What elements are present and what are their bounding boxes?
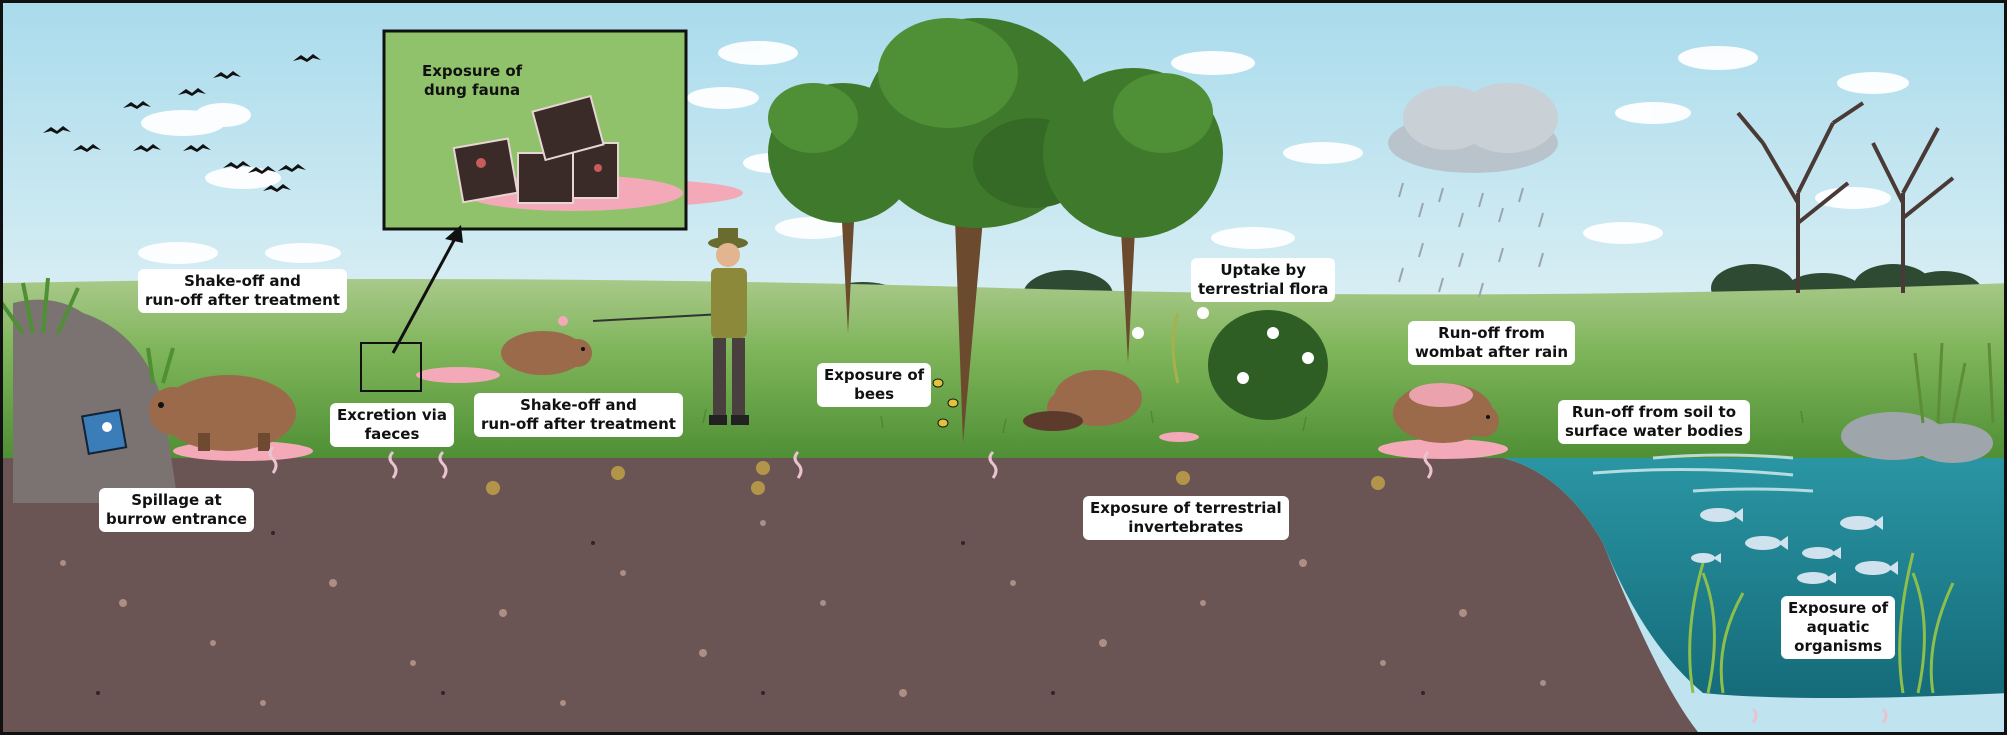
fish-icon [1691, 508, 1898, 584]
burrow-plants [3, 277, 175, 384]
bird-icon [43, 54, 321, 192]
rocks [1841, 412, 1993, 463]
wombat-icon [501, 316, 592, 375]
tree-icon [1043, 68, 1223, 363]
flower-icon [1132, 307, 1328, 420]
aquatic-plants [1688, 552, 1955, 694]
worm-icon [268, 445, 1888, 724]
tree-icon [863, 18, 1093, 443]
wombat-icon [1023, 370, 1142, 431]
faeces-marker [360, 342, 422, 392]
chemical-container-icon [80, 408, 128, 455]
tree-icon [1736, 101, 1955, 293]
water-ripples [1592, 453, 1814, 493]
wombat-icon [1393, 383, 1499, 443]
burrow-rock [13, 299, 178, 503]
inset-pointer-arrow [391, 232, 460, 354]
wombat-icon [149, 375, 296, 451]
soil-speckles [60, 520, 1546, 706]
dung-fauna-inset [382, 29, 688, 231]
dung-beetle-icon [476, 158, 602, 172]
ranger-icon [592, 228, 749, 425]
clouds [138, 41, 1909, 264]
dung-beetle-icon [486, 461, 1385, 495]
scene-illustration [3, 3, 2004, 732]
bee-icon [932, 378, 959, 428]
reeds [1913, 342, 1995, 424]
soil [3, 458, 1698, 732]
rain-cloud-icon [1388, 83, 1558, 298]
